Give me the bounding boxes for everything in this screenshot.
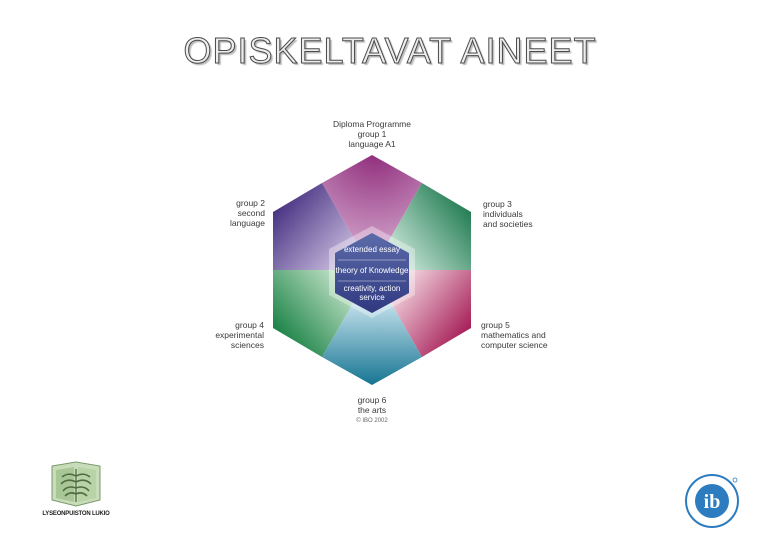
slide-title: OPISKELTAVAT AINEET <box>183 30 597 72</box>
school-logo <box>51 461 101 507</box>
group6-label: group 6 the arts <box>357 395 387 415</box>
group1-label: Diploma Programme group 1 language A1 <box>333 119 411 149</box>
group1-segment-top <box>322 155 422 183</box>
core-cas: creativity, action service <box>343 284 401 302</box>
group3-label: group 3 individuals and societies <box>483 199 533 229</box>
core-extended-essay: extended essay <box>343 245 401 254</box>
core-hexagon <box>335 233 409 313</box>
copyright-text: © IBO 2002 <box>356 418 388 424</box>
ib-world-school-logo: ib <box>685 474 739 528</box>
ib-logo-text: ib <box>704 491 721 513</box>
school-logo-text: LYSEONPUISTON LUKIO <box>42 511 110 517</box>
group5-label: group 5 mathematics and computer science <box>481 320 548 350</box>
group2-label: group 2 second language <box>230 198 265 228</box>
group4-label: group 4 experimental sciences <box>215 320 264 350</box>
core-theory-of-knowledge: theory of Knowledge <box>335 266 409 275</box>
group6-segment <box>322 270 422 385</box>
group1-segment <box>322 183 422 270</box>
